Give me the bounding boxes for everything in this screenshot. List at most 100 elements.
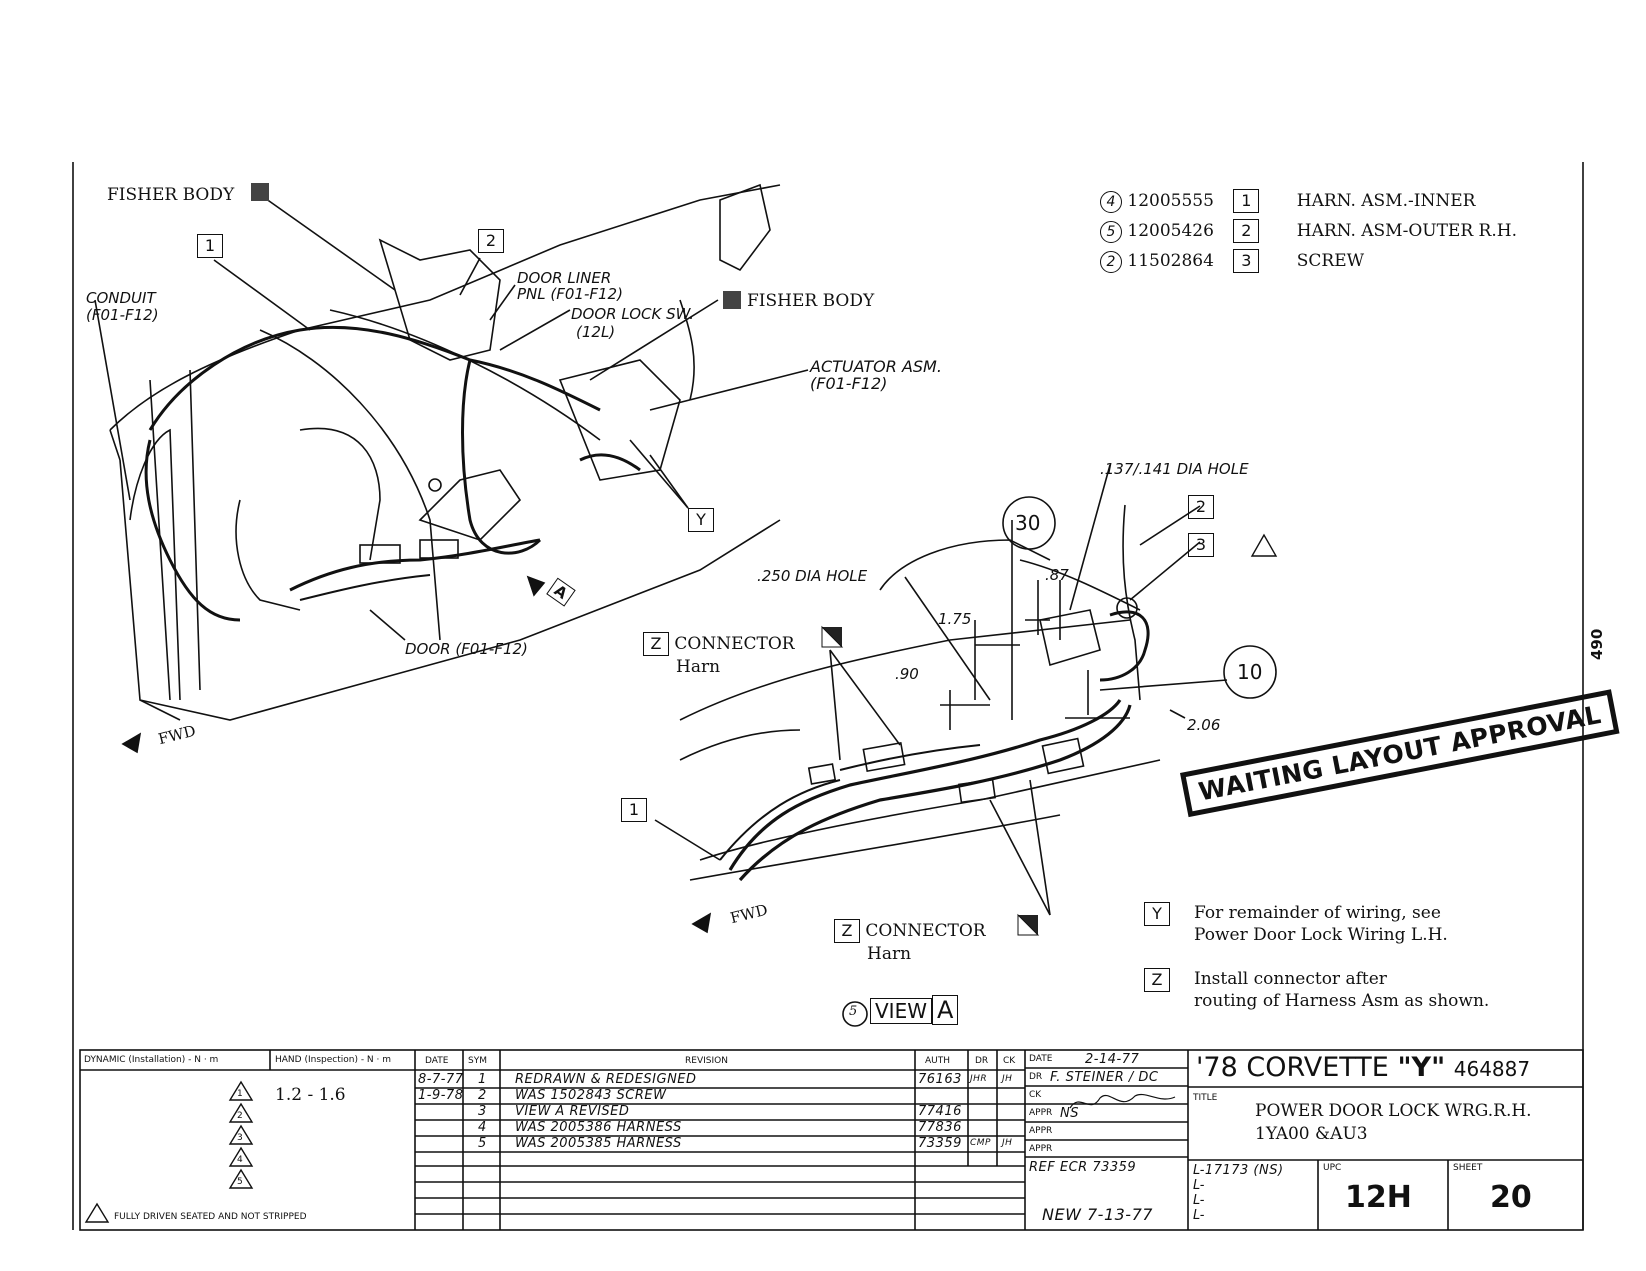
approval-appr1-value: NS [1060, 1106, 1079, 1121]
dim-87-label: .87 [1045, 566, 1069, 584]
approval-appr3-label: APPR [1029, 1144, 1053, 1154]
conduit-label: CONDUIT (F01-F12) [86, 290, 159, 324]
connector-bottom-name: CONNECTOR [865, 921, 986, 941]
rev-header-ck: CK [1003, 1056, 1016, 1066]
rev-header-auth: AUTH [925, 1056, 951, 1066]
title-line-2: 1YA00 &AU3 [1255, 1124, 1368, 1144]
parts-number: 12005555 [1127, 191, 1214, 211]
dim-90-label: .90 [895, 665, 919, 683]
rev-header-sym: SYM [468, 1056, 487, 1066]
dim-175-label: 1.75 [938, 610, 972, 628]
approval-dr-label: DR [1029, 1072, 1043, 1082]
connector-top-name: CONNECTOR [674, 634, 795, 654]
rev-sym: 1 [478, 1072, 487, 1087]
view-callout-1-box: 1 [621, 798, 647, 822]
actuator-name: ACTUATOR ASM. [810, 357, 942, 376]
view-callout-3-box: 3 [1188, 533, 1214, 557]
l-code: L- [1193, 1193, 1205, 1208]
approval-date-label: DATE [1029, 1054, 1053, 1064]
rev-text: WAS 1502843 SCREW [515, 1088, 667, 1103]
rev-header-revision: REVISION [685, 1056, 728, 1066]
torque-mark: 2 [237, 1111, 243, 1121]
view-callout-2-box: 2 [1188, 495, 1214, 519]
l-code: L-17173 (NS) [1193, 1163, 1284, 1178]
door-lock-switch-label: DOOR LOCK SW. (12L) [571, 305, 694, 341]
rev-header-date: DATE [425, 1056, 449, 1066]
hole-137-label: .137/.141 DIA HOLE [1100, 460, 1249, 478]
parts-row: 4 12005555 1 HARN. ASM.-INNER [1100, 186, 1517, 216]
drawing-number: 464887 [1453, 1057, 1531, 1081]
view-callout-2: 2 [1188, 495, 1214, 519]
parts-row: 5 12005426 2 HARN. ASM-OUTER R.H. [1100, 216, 1517, 246]
door-liner-name: DOOR LINER [517, 269, 612, 287]
view-callout-3: 3 [1188, 533, 1214, 557]
circle-30-label: 30 [1015, 511, 1041, 535]
note-y-key: Y [1144, 902, 1170, 926]
parts-qty: 2 [1100, 251, 1122, 273]
approval-date-value: 2-14-77 [1085, 1052, 1140, 1067]
dim-206-label: 2.06 [1187, 716, 1221, 734]
torque-mark: 1 [237, 1089, 243, 1099]
parts-number: 11502864 [1127, 251, 1214, 271]
rev-dr: JHR [970, 1074, 988, 1084]
conduit-code: (F01-F12) [86, 306, 159, 324]
parts-item: 2 [1233, 219, 1260, 243]
callout-2: 2 [478, 229, 504, 253]
torque-header-dynamic: DYNAMIC (Installation) - N · m [84, 1055, 219, 1065]
approval-ref: REF ECR 73359 [1029, 1160, 1137, 1175]
parts-item: 1 [1233, 189, 1260, 213]
parts-list: 4 12005555 1 HARN. ASM.-INNER 5 12005426… [1100, 186, 1517, 276]
rev-sym: 2 [478, 1088, 487, 1103]
torque-mark: 4 [237, 1155, 243, 1165]
rev-text: REDRAWN & REDESIGNED [515, 1072, 697, 1087]
rev-text: WAS 2005386 HARNESS [515, 1120, 682, 1135]
callout-2-box: 2 [478, 229, 504, 253]
title-line-1: POWER DOOR LOCK WRG.R.H. [1255, 1101, 1532, 1121]
model-year: '78 [1196, 1052, 1238, 1083]
callout-1: 1 [197, 234, 223, 258]
parts-desc: SCREW [1296, 251, 1365, 271]
door-liner-label: DOOR LINER PNL (F01-F12) [517, 270, 623, 302]
note-y-line1: For remainder of wiring, see [1194, 903, 1441, 923]
parts-row: 2 11502864 3 SCREW [1100, 246, 1517, 276]
callout-1-box: 1 [197, 234, 223, 258]
note-z: Z Install connector after routing of Har… [1144, 968, 1489, 1012]
sheet-value: 20 [1490, 1180, 1532, 1215]
fisher-body-label-top: FISHER BODY [107, 185, 235, 205]
rev-text: WAS 2005385 HARNESS [515, 1136, 682, 1151]
door-label: DOOR (F01-F12) [405, 640, 528, 658]
parts-qty: 4 [1100, 191, 1122, 213]
approval-ck-label: CK [1029, 1090, 1042, 1100]
rev-ck: JH [1002, 1138, 1013, 1148]
model-title: '78 CORVETTE "Y" 464887 [1196, 1052, 1530, 1083]
parts-number: 12005426 [1127, 221, 1214, 241]
l-code: L- [1193, 1178, 1205, 1193]
upc-value: 12H [1345, 1180, 1412, 1215]
connector-top-z: Z [643, 632, 669, 656]
rev-auth: 76163 [918, 1072, 962, 1087]
parts-qty: 5 [1100, 221, 1122, 243]
model-y: "Y" [1397, 1052, 1446, 1083]
rev-sym: 4 [478, 1120, 487, 1135]
l-codes: L-17173 (NS) L- L- L- [1193, 1163, 1284, 1223]
actuator-label: ACTUATOR ASM. (F01-F12) [810, 358, 942, 392]
door-lock-switch-code: (12L) [576, 323, 616, 341]
door-lock-switch-name: DOOR LOCK SW. [571, 305, 695, 323]
rev-header-dr: DR [975, 1056, 989, 1066]
torque-mark: 3 [237, 1133, 243, 1143]
rev-sym: 3 [478, 1104, 487, 1119]
rev-date: 8-7-77 [418, 1072, 464, 1087]
torque-header-hand: HAND (Inspection) - N · m [275, 1055, 392, 1065]
note-y-line2: Power Door Lock Wiring L.H. [1194, 925, 1448, 945]
torque-value: 1.2 - 1.6 [275, 1085, 346, 1105]
hole-250-label: .250 DIA HOLE [757, 567, 868, 585]
view-number: 5 [849, 1004, 858, 1019]
callout-y: Y [688, 508, 714, 532]
note-z-line1: Install connector after [1194, 969, 1387, 989]
rev-text: VIEW A REVISED [515, 1104, 630, 1119]
view-callout-1: 1 [621, 798, 647, 822]
approval-appr2-label: APPR [1029, 1126, 1053, 1136]
